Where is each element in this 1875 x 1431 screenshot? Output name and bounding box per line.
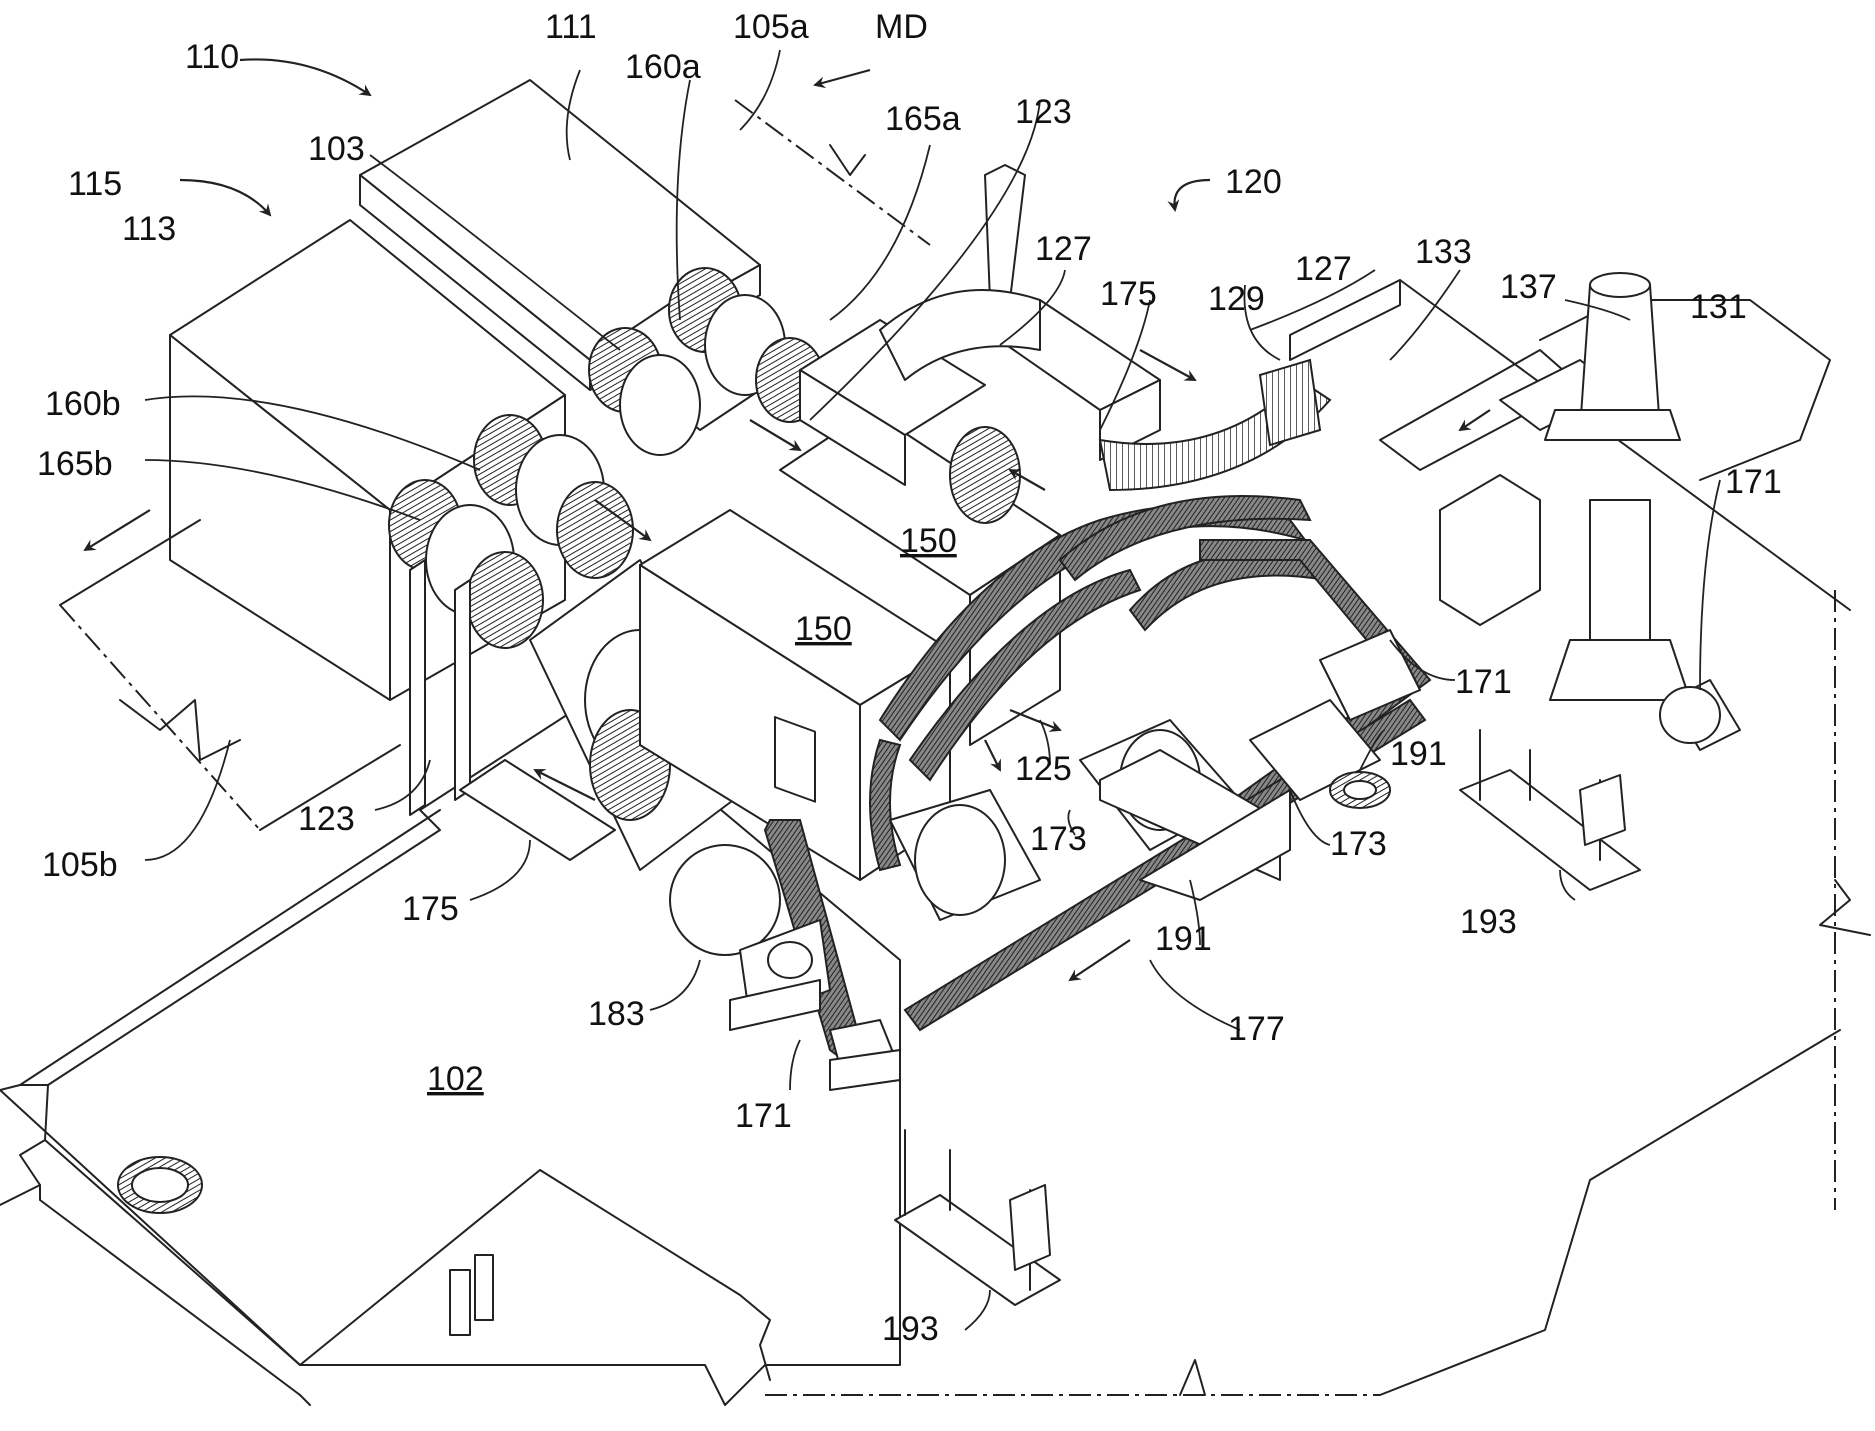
label-193-bottom: 193	[882, 1310, 939, 1348]
label-173-left: 173	[1030, 820, 1087, 858]
hatched-collar	[1258, 358, 1322, 447]
label-191-lower: 191	[1155, 920, 1212, 958]
label-137: 137	[1500, 268, 1557, 306]
label-111: 111	[545, 8, 597, 46]
label-120: 120	[1225, 163, 1282, 201]
support-123	[409, 164, 1026, 861]
leader-lines	[144, 49, 1721, 1331]
flow-arrows	[83, 58, 1491, 982]
label-133: 133	[1415, 233, 1472, 271]
label-175-top: 175	[1100, 275, 1157, 313]
label-193-right: 193	[1460, 903, 1517, 941]
label-165a: 165a	[885, 100, 961, 138]
label-115: 115	[68, 165, 122, 203]
label-110: 110	[185, 38, 239, 76]
edge-105b	[59, 519, 401, 831]
skid-193-right	[1459, 729, 1641, 891]
break-mark-top	[829, 144, 866, 176]
label-113: 113	[122, 210, 176, 248]
label-171-right: 171	[1725, 463, 1782, 501]
floor-ring-inner	[1343, 780, 1377, 800]
label-md: MD	[875, 8, 928, 46]
label-160a: 160a	[625, 48, 701, 86]
label-150-left: 150	[795, 610, 852, 648]
label-177: 177	[1228, 1010, 1285, 1048]
label-171-mid: 171	[1455, 663, 1512, 701]
label-127-right: 127	[1295, 250, 1352, 288]
label-173-right: 173	[1330, 825, 1387, 863]
label-171-bottom: 171	[735, 1097, 792, 1135]
label-183: 183	[588, 995, 645, 1033]
break-mark-left	[119, 699, 241, 761]
label-165b: 165b	[37, 445, 113, 483]
label-175-bottom: 175	[402, 890, 459, 928]
label-131: 131	[1690, 288, 1747, 326]
label-150-right: 150	[900, 522, 957, 560]
label-125: 125	[1015, 750, 1072, 788]
label-123-top: 123	[1015, 93, 1072, 131]
centerline-105a	[734, 99, 931, 246]
label-191-upper: 191	[1390, 735, 1447, 773]
skid-193-left	[894, 1129, 1061, 1306]
reference-labels: 110 111 105a MD 160a 115 113 103 165a 12…	[37, 8, 1782, 1348]
label-103: 103	[308, 130, 365, 168]
stack-131	[1544, 272, 1691, 701]
label-129: 129	[1208, 280, 1265, 318]
label-127-left: 127	[1035, 230, 1092, 268]
fan-assemblies	[889, 629, 1741, 921]
label-102: 102	[427, 1060, 484, 1098]
motor-171-lower	[729, 919, 901, 1091]
elbow-duct	[879, 289, 1041, 381]
frame-120	[1289, 279, 1851, 626]
label-105a: 105a	[733, 8, 809, 46]
label-123-bottom: 123	[298, 800, 355, 838]
fan-ring-150	[949, 426, 1021, 524]
label-105b: 105b	[42, 846, 118, 884]
centerline-105b	[59, 604, 261, 831]
label-160b: 160b	[45, 385, 121, 423]
